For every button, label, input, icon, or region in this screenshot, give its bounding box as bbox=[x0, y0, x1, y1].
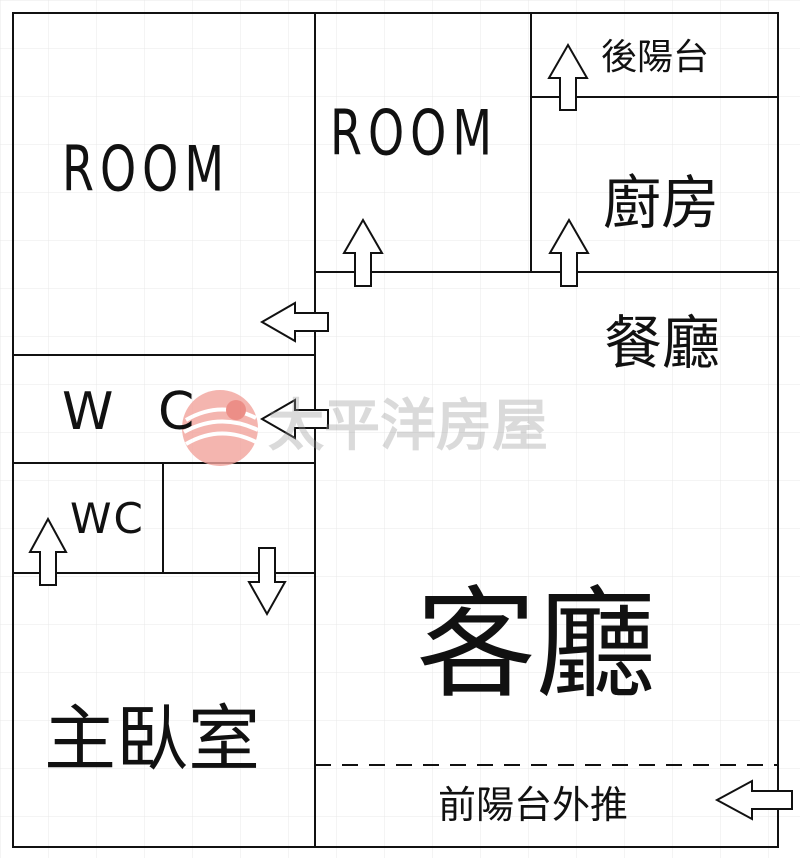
arrow-wc-small-up-icon bbox=[28, 516, 68, 586]
arrow-kitchen-up-icon bbox=[548, 217, 590, 287]
wc-large-label: W C bbox=[62, 382, 209, 442]
arrow-master-down-icon bbox=[247, 547, 287, 617]
pacific-realty-logo-icon bbox=[182, 390, 259, 466]
walls bbox=[12, 12, 779, 848]
room-label-middle: ROOM bbox=[330, 96, 499, 170]
arrow-back-balcony-up-icon bbox=[547, 42, 589, 111]
arrow-room-middle-up-icon bbox=[342, 217, 384, 287]
room-label-left: ROOM bbox=[62, 132, 231, 206]
outer-wall bbox=[12, 12, 779, 848]
wc-small-label: WC bbox=[70, 494, 145, 543]
kitchen-label: 廚房 bbox=[603, 169, 720, 237]
front-balcony-label: 前陽台外推 bbox=[438, 783, 629, 827]
arrow-wc-large-left-icon bbox=[259, 398, 329, 440]
dining-room-label: 餐廳 bbox=[604, 309, 721, 377]
arrow-front-balcony-left-icon bbox=[714, 779, 793, 821]
living-room-label: 客廳 bbox=[416, 576, 656, 715]
watermark-brand-text: 太平洋房屋 bbox=[268, 393, 548, 459]
arrow-room-left-left-icon bbox=[259, 301, 329, 343]
back-balcony-label: 後陽台 bbox=[601, 37, 710, 78]
master-bedroom-label: 主臥室 bbox=[44, 697, 261, 781]
arrows bbox=[28, 42, 793, 821]
